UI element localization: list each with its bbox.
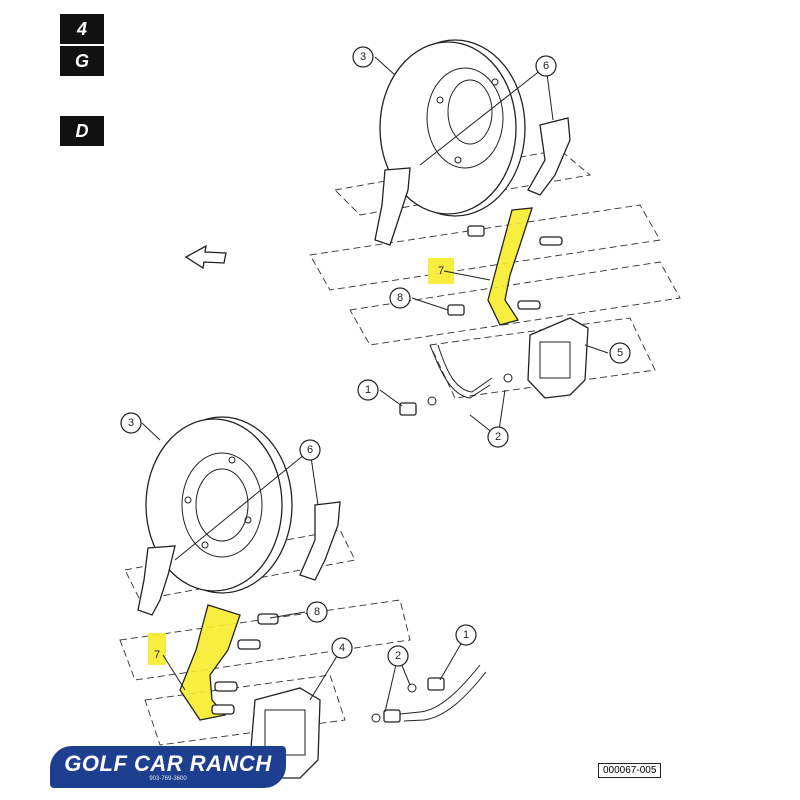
upper-callout-7: 7 <box>438 265 444 277</box>
svg-text:8: 8 <box>397 292 403 304</box>
lower-callout-7: 7 <box>154 649 160 661</box>
upper-bracket-highlight <box>488 208 532 325</box>
upper-bolt <box>447 225 563 316</box>
lower-callout-8: 8 <box>306 601 328 623</box>
logo-phone: 903-769-3600 <box>149 775 187 782</box>
lower-callout-4: 4 <box>331 637 353 659</box>
lower-label-7-highlight <box>148 633 166 665</box>
svg-text:2: 2 <box>395 650 401 662</box>
svg-text:7: 7 <box>438 265 444 277</box>
upper-callout-6: 6 <box>535 55 557 77</box>
golf-car-ranch-logo: GOLF CAR RANCH 903-769-3600 <box>50 746 286 788</box>
upper-rotor-disc <box>379 39 526 217</box>
svg-text:7: 7 <box>154 649 160 661</box>
svg-text:3: 3 <box>128 417 134 429</box>
upper-callout-1: 1 <box>357 379 379 401</box>
lower-shield-bracket <box>137 545 176 616</box>
upper-callout-5: 5 <box>609 342 631 364</box>
section-tag-g: G <box>60 46 104 76</box>
svg-text:6: 6 <box>307 444 313 456</box>
figure-reference-number: 000067-005 <box>598 763 662 778</box>
lower-bolt <box>211 613 279 715</box>
upper-callout-2: 2 <box>487 426 509 448</box>
upper-callout-3: 3 <box>352 46 374 68</box>
svg-text:5: 5 <box>617 347 623 359</box>
lower-brake-hose <box>399 664 481 715</box>
lower-banjo-bolt <box>427 677 445 691</box>
lower-callout-6: 6 <box>299 439 321 461</box>
svg-text:2: 2 <box>495 431 501 443</box>
lower-assembly: 3 6 8 7 4 2 1 <box>119 412 487 779</box>
upper-banjo-bolt <box>399 402 417 416</box>
svg-text:1: 1 <box>463 629 469 641</box>
lower-dust-shield <box>299 501 341 581</box>
lower-bracket-highlight <box>180 605 240 720</box>
upper-assembly: 3 6 7 8 5 1 2 <box>184 39 681 448</box>
upper-dust-shield <box>527 117 571 196</box>
lower-callout-3: 3 <box>120 412 142 434</box>
svg-text:3: 3 <box>360 51 366 63</box>
upper-label-7-highlight <box>428 258 454 284</box>
section-tag-4: 4 <box>60 14 104 44</box>
lower-rotor-disc <box>145 416 293 594</box>
lower-callout-2: 2 <box>387 645 409 667</box>
svg-text:4: 4 <box>339 642 345 654</box>
section-tag-d: D <box>60 116 104 146</box>
svg-text:1: 1 <box>365 384 371 396</box>
upper-caliper <box>527 317 589 399</box>
svg-text:6: 6 <box>543 60 549 72</box>
logo-name: GOLF CAR RANCH <box>64 750 272 776</box>
upper-shield-bracket <box>374 167 411 246</box>
lower-callout-1: 1 <box>455 624 477 646</box>
upper-brake-hose <box>429 344 491 399</box>
svg-text:8: 8 <box>314 606 320 618</box>
upper-callout-8: 8 <box>389 287 411 309</box>
front-direction-arrow-icon <box>184 244 227 270</box>
